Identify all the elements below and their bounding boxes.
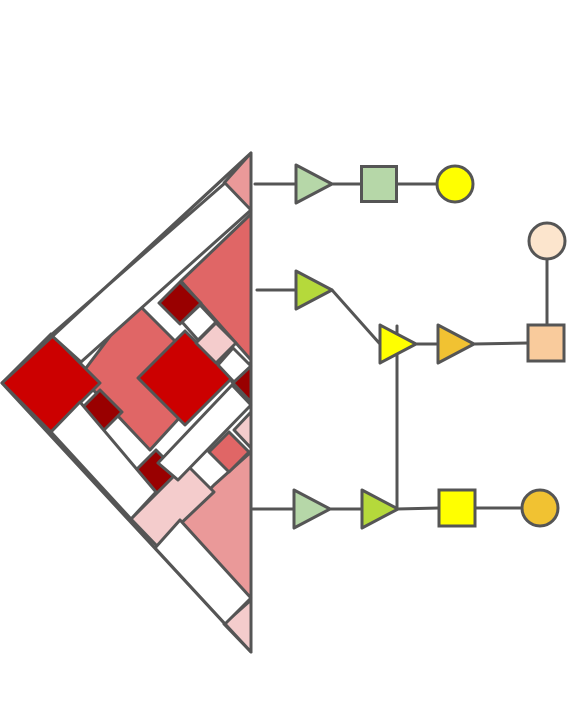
pale-green-triangle-symbol <box>292 488 332 530</box>
heatmap-edge <box>0 151 253 654</box>
linkage-line <box>330 288 382 346</box>
heatmap-cell <box>207 430 251 474</box>
yellow-triangle-symbol <box>378 323 418 365</box>
gold-triangle-symbol <box>436 323 476 365</box>
peach-square-symbol <box>526 323 566 363</box>
heatmap-cell <box>180 303 218 342</box>
yellow-circle-symbol <box>435 164 475 204</box>
pale-green-triangle-symbol <box>294 163 334 205</box>
light-peach-circle-symbol <box>527 221 567 261</box>
linkage-line <box>395 506 441 511</box>
lime-triangle-symbol <box>360 488 400 530</box>
heatmap-cell <box>49 400 158 521</box>
pale-green-square-symbol <box>360 165 398 203</box>
lime-triangle-symbol <box>294 269 334 311</box>
heatmap-cell <box>129 462 216 548</box>
linkage-line <box>472 341 530 346</box>
yellow-square-symbol <box>437 488 477 528</box>
gold-circle-symbol <box>520 488 560 528</box>
